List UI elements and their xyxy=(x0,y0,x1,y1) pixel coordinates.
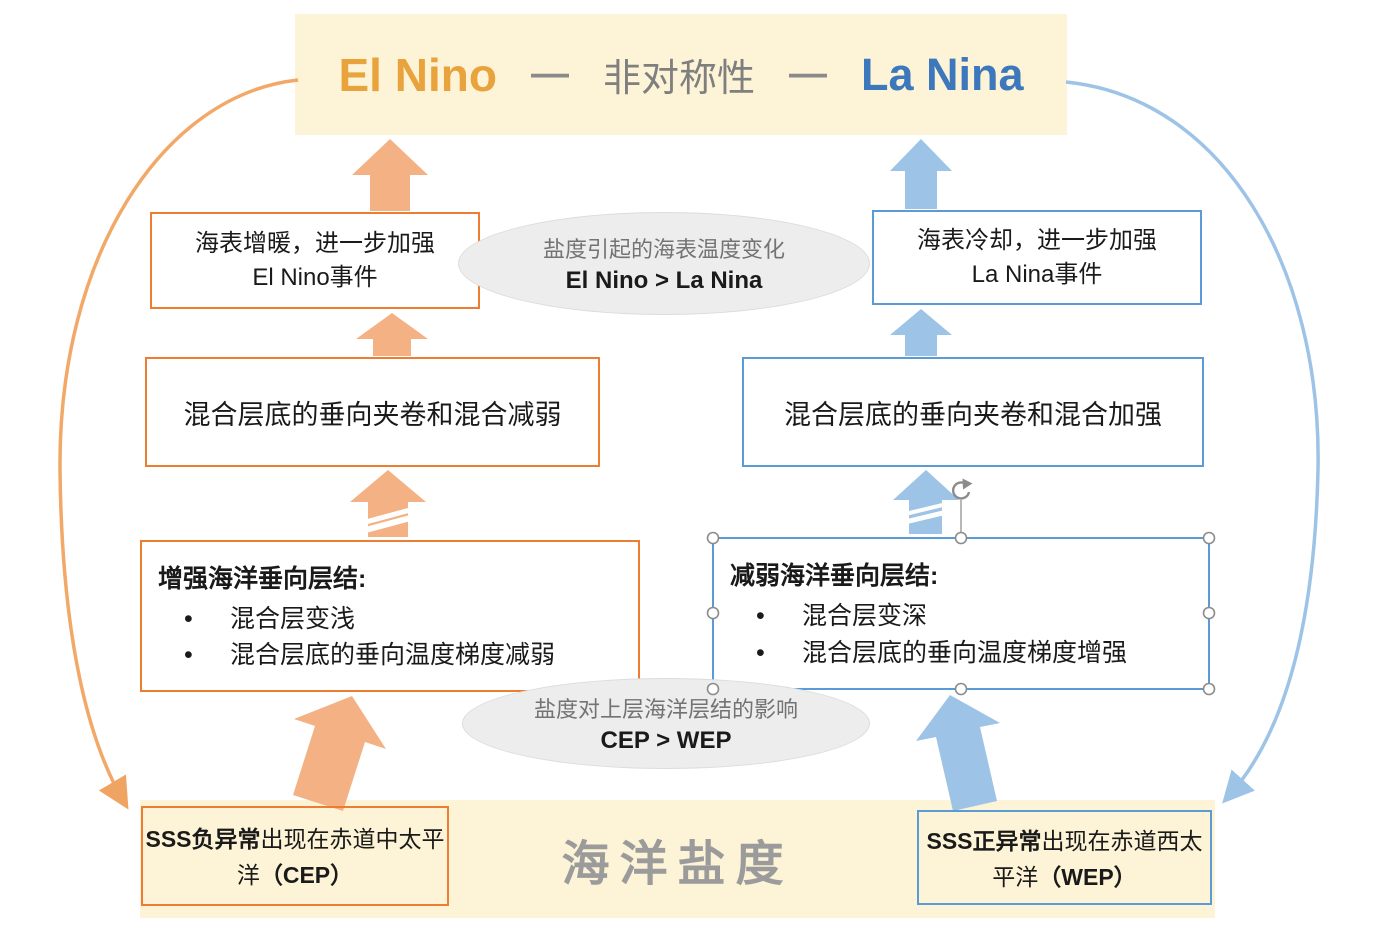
asymmetry-title-banner[interactable]: El Nino — 非对称性 — La Nina xyxy=(295,14,1067,135)
selection-handle-mid-left[interactable] xyxy=(706,606,720,620)
sss-negative-mid: 出现在赤道中太平洋 xyxy=(236,826,445,888)
selection-handle-top-left[interactable] xyxy=(706,531,720,545)
up-arrow-right-sss-to-strat[interactable] xyxy=(916,695,1000,811)
selection-handle-bottom-center[interactable] xyxy=(954,682,968,696)
dash-right: — xyxy=(788,53,827,95)
bullet-temp-gradient-strengthened: 混合层底的垂向温度梯度增强 xyxy=(730,635,1127,671)
el-nino-label: El Nino xyxy=(338,48,497,101)
entrainment-strengthened-box[interactable]: 混合层底的垂向夹卷和混合加强 xyxy=(742,357,1204,467)
surface-cooling-line2: La Nina事件 xyxy=(971,260,1103,288)
entrainment-strengthened-text: 混合层底的垂向夹卷和混合加强 xyxy=(784,399,1162,430)
sss-negative-cep: （CEP） xyxy=(259,861,354,888)
surface-cooling-box[interactable]: 海表冷却，进一步加强 La Nina事件 xyxy=(872,210,1202,305)
up-arrow-left-strat-to-mixing[interactable] xyxy=(350,470,426,537)
bullet-mixed-layer-deeper: 混合层变深 xyxy=(730,598,927,634)
selection-handle-bottom-right[interactable] xyxy=(1202,682,1216,696)
sss-negative-anomaly-box[interactable]: SSS负异常出现在赤道中太平洋（CEP） xyxy=(141,806,449,906)
stratification-weakened-title: 减弱海洋垂向层结: xyxy=(730,562,939,591)
up-arrow-right-strat-to-mixing[interactable] xyxy=(893,470,959,534)
sss-negative-bold: SSS负异常 xyxy=(145,826,261,852)
selection-handle-top-right[interactable] xyxy=(1202,531,1216,545)
sss-positive-mid: 出现在赤道西太平洋 xyxy=(992,828,1203,890)
up-arrow-right-mixing-to-cooling[interactable] xyxy=(890,309,952,356)
entrainment-weakened-text: 混合层底的垂向夹卷和混合减弱 xyxy=(183,399,562,430)
ocean-salinity-banner[interactable]: 海洋盐度 xyxy=(140,800,1215,918)
stratification-effect-comparison: CEP > WEP xyxy=(600,727,732,754)
rotate-handle-icon[interactable] xyxy=(951,478,973,500)
selection-handle-top-center[interactable] xyxy=(954,531,968,545)
bullet-temp-gradient-weakened: 混合层底的垂向温度梯度减弱 xyxy=(158,637,555,673)
la-nina-label: La Nina xyxy=(860,48,1024,100)
bullet-mixed-layer-shallower: 混合层变浅 xyxy=(158,601,355,637)
arrow-break-mark-right xyxy=(900,508,952,526)
ocean-salinity-title: 海洋盐度 xyxy=(561,838,794,891)
surface-warming-line2: El Nino事件 xyxy=(252,263,378,291)
stratification-effect-ellipse[interactable]: 盐度对上层海洋层结的影响 CEP > WEP xyxy=(462,678,870,769)
dash-left: — xyxy=(530,53,569,95)
sst-change-caption: 盐度引起的海表温度变化 xyxy=(542,237,785,262)
surface-warming-box[interactable]: 海表增暖，进一步加强 El Nino事件 xyxy=(150,212,480,309)
stratification-weakened-box-selected[interactable]: 减弱海洋垂向层结: 混合层变深 混合层底的垂向温度梯度增强 xyxy=(712,537,1210,690)
entrainment-weakened-box[interactable]: 混合层底的垂向夹卷和混合减弱 xyxy=(145,357,600,467)
sst-change-comparison: El Nino > La Nina xyxy=(565,267,763,294)
sss-positive-bold: SSS正异常 xyxy=(926,828,1042,854)
arrow-break-mark-right-2 xyxy=(900,501,952,517)
up-arrow-left-to-banner[interactable] xyxy=(352,139,428,211)
stratification-enhanced-box[interactable]: 增强海洋垂向层结: 混合层变浅 混合层底的垂向温度梯度减弱 xyxy=(140,540,640,692)
stratification-effect-caption: 盐度对上层海洋层结的影响 xyxy=(533,697,798,722)
asymmetry-label: 非对称性 xyxy=(602,58,755,100)
arrow-break-mark-left xyxy=(361,514,415,534)
stratification-enhanced-title: 增强海洋垂向层结: xyxy=(158,564,367,593)
sss-positive-anomaly-box[interactable]: SSS正异常出现在赤道西太平洋（WEP） xyxy=(917,810,1212,905)
selection-handle-mid-right[interactable] xyxy=(1202,606,1216,620)
sss-positive-wep: （WEP） xyxy=(1038,863,1137,890)
up-arrow-left-mixing-to-warming[interactable] xyxy=(356,313,428,356)
surface-cooling-line1: 海表冷却，进一步加强 xyxy=(917,226,1157,254)
up-arrow-left-sss-to-strat[interactable] xyxy=(293,696,386,811)
selection-handle-bottom-left[interactable] xyxy=(706,682,720,696)
up-arrow-right-to-banner[interactable] xyxy=(890,139,952,209)
sst-change-ellipse[interactable]: 盐度引起的海表温度变化 El Nino > La Nina xyxy=(458,212,870,315)
surface-warming-line1: 海表增暖，进一步加强 xyxy=(195,229,435,257)
arrow-break-mark-left-2 xyxy=(361,506,415,526)
